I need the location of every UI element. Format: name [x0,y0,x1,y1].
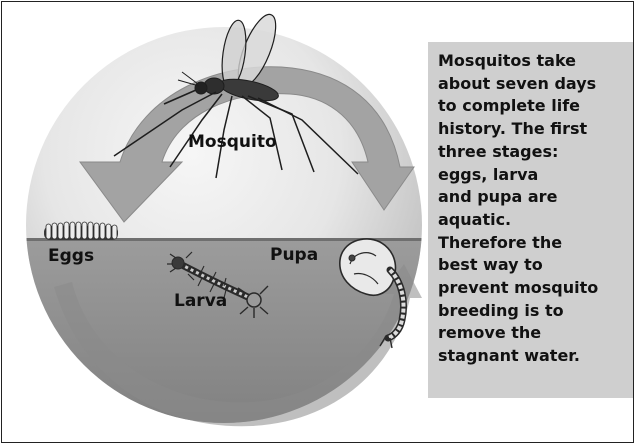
info-line: remove the [438,322,630,345]
info-line: stagnant water. [438,345,630,368]
stage-label-larva: Larva [174,293,227,310]
eggs-icon [44,222,118,240]
info-box: Mosquitos take about seven days to compl… [428,42,634,398]
info-line: Therefore the [438,232,630,255]
stage-label-eggs: Eggs [48,248,94,265]
info-line: to complete life [438,95,630,118]
info-line: best way to [438,254,630,277]
stage-label-mosquito: Mosquito [188,134,277,151]
info-line: about seven days [438,73,630,96]
info-line: breeding is to [438,300,630,323]
info-line: and pupa are [438,186,630,209]
info-line: eggs, larva [438,164,630,187]
info-line: Mosquitos take [438,50,630,73]
stage-label-pupa: Pupa [270,247,318,264]
info-line: prevent mosquito [438,277,630,300]
info-line: three stages: [438,141,630,164]
info-line: aquatic. [438,209,630,232]
info-line: history. The first [438,118,630,141]
